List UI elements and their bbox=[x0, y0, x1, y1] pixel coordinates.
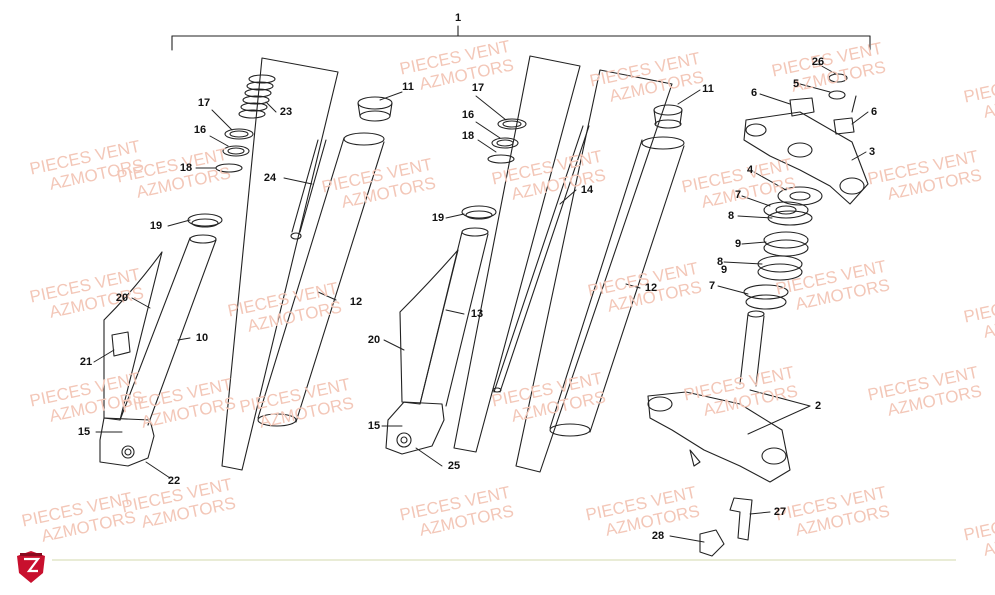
part-callout-number: 28 bbox=[651, 530, 665, 542]
left-washer-17 bbox=[224, 128, 254, 140]
part-callout-number: 11 bbox=[402, 81, 414, 93]
assembly-bracket bbox=[171, 25, 871, 51]
part-callout-number: 18 bbox=[179, 162, 193, 174]
bottom-triple-clamp bbox=[647, 391, 791, 483]
part-callout-number: 10 bbox=[195, 332, 209, 344]
left-spring bbox=[238, 74, 276, 119]
steering-washer-7 bbox=[763, 201, 809, 219]
cable-bracket bbox=[729, 497, 753, 541]
azmotors-shield-logo-icon bbox=[17, 551, 45, 583]
part-callout-number: 18 bbox=[461, 130, 475, 142]
center-right-panel bbox=[515, 69, 673, 473]
steering-bearing-upper bbox=[763, 231, 809, 249]
part-callout-number: 21 bbox=[79, 356, 93, 368]
left-guard-clip bbox=[111, 331, 131, 357]
center-damper-rod bbox=[492, 125, 590, 393]
part-callout-number: 16 bbox=[461, 109, 475, 121]
part-callout-number: 25 bbox=[447, 460, 461, 472]
part-callout-number: 8 bbox=[727, 210, 735, 222]
left-fork-guard bbox=[103, 251, 163, 421]
part-callout-number: 26 bbox=[811, 56, 825, 68]
part-callout-number: 9 bbox=[720, 264, 728, 276]
part-callout-number: 4 bbox=[746, 164, 754, 176]
steering-washer-4 bbox=[777, 186, 823, 206]
cable-guide bbox=[699, 529, 725, 557]
top-triple-clamp bbox=[743, 111, 869, 205]
part-callout-number: 7 bbox=[734, 189, 742, 201]
part-callout-number: 12 bbox=[349, 296, 363, 308]
leader-lines bbox=[93, 63, 869, 543]
part-callout-number: 6 bbox=[870, 106, 878, 118]
part-callout-number: 20 bbox=[115, 292, 129, 304]
right-cap-bolt bbox=[653, 104, 683, 129]
left-cap-bolt bbox=[357, 96, 393, 122]
part-callout-number: 12 bbox=[644, 282, 658, 294]
part-callout-number: 6 bbox=[750, 87, 758, 99]
part-callout-number: 8 bbox=[716, 256, 724, 268]
part-callout-number: 7 bbox=[708, 280, 716, 292]
left-seal bbox=[187, 213, 223, 227]
part-callout-number: 2 bbox=[814, 400, 822, 412]
left-long-panel bbox=[221, 57, 339, 471]
part-callout-number: 22 bbox=[167, 475, 181, 487]
left-damper-rod bbox=[290, 139, 327, 240]
right-inner-tube bbox=[549, 136, 685, 437]
part-callout-number: 3 bbox=[868, 146, 876, 158]
part-callout-number: 17 bbox=[197, 97, 211, 109]
part-callout-number: 5 bbox=[792, 78, 800, 90]
part-callout-number: 15 bbox=[77, 426, 91, 438]
left-fork-tube bbox=[119, 234, 217, 426]
part-callout-number: 19 bbox=[431, 212, 445, 224]
left-fork-foot bbox=[99, 417, 155, 467]
part-callout-number: 9 bbox=[734, 238, 742, 250]
part-callout-number: 17 bbox=[471, 82, 485, 94]
part-callout-number: 13 bbox=[470, 308, 484, 320]
part-callout-number: 20 bbox=[367, 334, 381, 346]
part-callout-number: 23 bbox=[279, 106, 293, 118]
part-callout-number: 1 bbox=[454, 12, 462, 24]
part-callout-number: 19 bbox=[149, 220, 163, 232]
part-callout-number: 15 bbox=[367, 420, 381, 432]
part-callout-number: 24 bbox=[263, 172, 277, 184]
part-callout-number: 27 bbox=[773, 506, 787, 518]
left-washer-16 bbox=[222, 145, 250, 157]
left-inner-tube bbox=[257, 132, 385, 427]
center-long-panel bbox=[453, 55, 581, 453]
part-callout-number: 16 bbox=[193, 124, 207, 136]
footer-divider bbox=[52, 559, 956, 561]
part-callout-number: 11 bbox=[702, 83, 714, 95]
part-callout-number: 14 bbox=[580, 184, 594, 196]
center-fork-foot bbox=[385, 401, 445, 455]
